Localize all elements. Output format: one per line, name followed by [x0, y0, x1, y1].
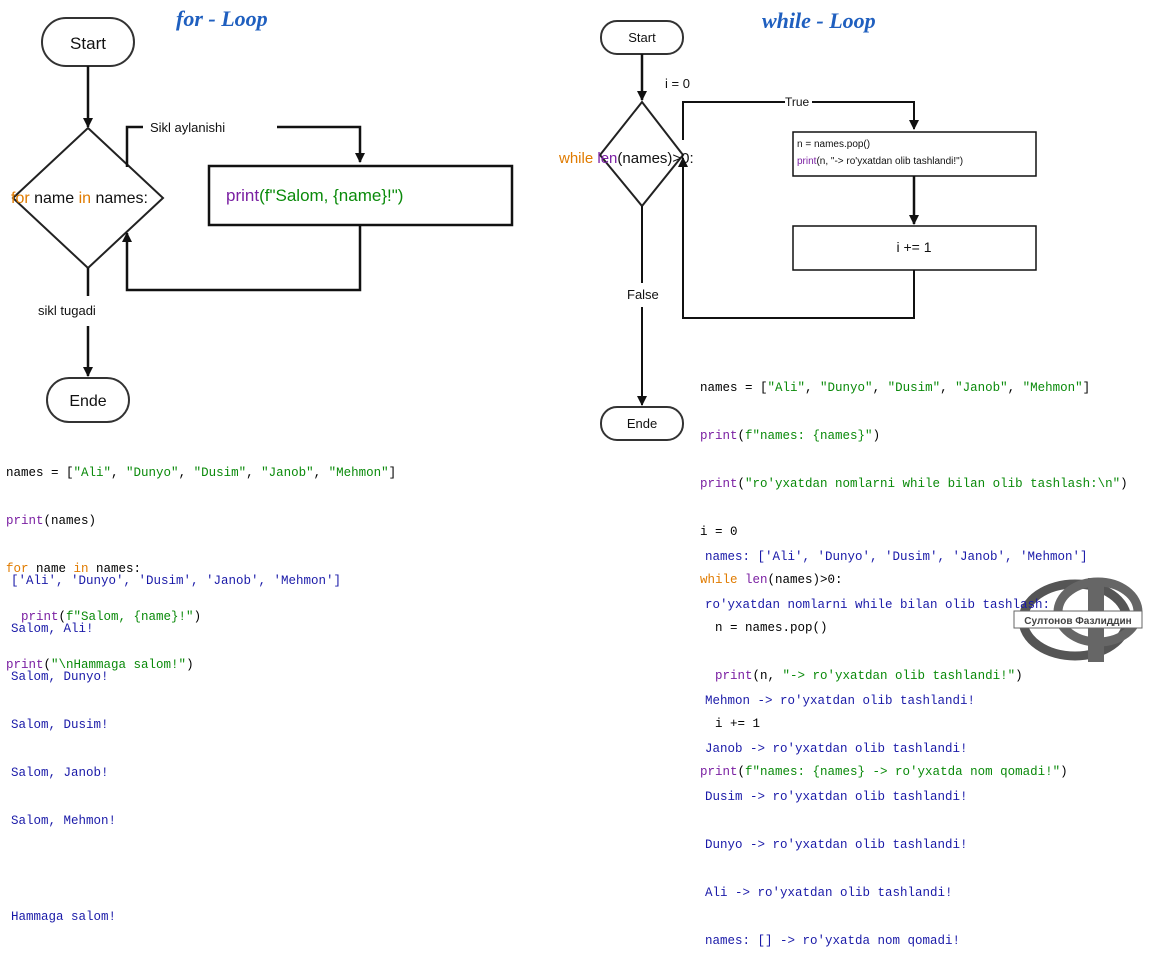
for-end-node: Ende [46, 377, 130, 423]
for-condition-text: for name in names: [11, 190, 148, 207]
while-cond-fn: len [597, 150, 617, 167]
while-output-line: names: ['Ali', 'Dunyo', 'Dusim', 'Janob'… [705, 550, 1088, 564]
while-output-line: names: [] -> ro'yxatda nom qomadi! [705, 934, 961, 948]
for-code-line-2: print(names) [6, 514, 97, 528]
for-output-block: ['Ali', 'Dunyo', 'Dusim', 'Janob', 'Mehm… [11, 541, 341, 941]
while-code-line-1: names = ["Ali", "Dunyo", "Dusim", "Janob… [700, 381, 1091, 395]
while-output-line: Janob -> ro'yxatdan olib tashlandi! [705, 742, 968, 756]
while-loop-title: while - Loop [762, 8, 876, 33]
for-output-line: Salom, Dunyo! [11, 670, 109, 684]
flowchart-canvas: Start for name in names: Sikl aylanishi … [11, 17, 1143, 662]
for-loop-line-b [277, 125, 365, 163]
while-body-line1: n = names.pop() [797, 139, 870, 150]
while-false-label: False [627, 287, 659, 302]
while-body-rest: (n, "-> ro'yxatdan olib tashlandi!") [816, 156, 963, 167]
while-true-line-a [682, 101, 785, 140]
while-return-arrow [678, 157, 915, 319]
for-end-node-label: Ende [69, 393, 106, 410]
while-output-line: Ali -> ro'yxatdan olib tashlandi! [705, 886, 953, 900]
for-code-line-5: print("\nHammaga salom!") [6, 658, 194, 672]
while-true-line-b [812, 101, 919, 130]
while-code-line-4: i = 0 [700, 525, 738, 539]
for-output-line: ['Ali', 'Dunyo', 'Dusim', 'Janob', 'Mehm… [11, 574, 342, 588]
for-loop-label: Sikl aylanishi [150, 120, 225, 135]
for-start-node: Start [41, 17, 135, 67]
author-logo: Султонов Фазлиддин [1013, 577, 1143, 662]
while-output-line [705, 645, 1088, 661]
for-output-line: Salom, Dusim! [11, 718, 109, 732]
while-end-node: Ende [600, 406, 684, 441]
for-loop-line-a [125, 125, 143, 167]
while-body-line2: print(n, "-> ro'yxatdan olib tashlandi!"… [797, 156, 963, 167]
for-loop-title: for - Loop [176, 6, 268, 31]
for-code-line-3: for name in names: [6, 562, 142, 576]
while-output-line: ro'yxatdan nomlarni while bilan olib tas… [705, 598, 1051, 612]
for-body-fn: print [226, 186, 259, 205]
for-code-block: names = ["Ali", "Dunyo", "Dusim", "Janob… [6, 433, 396, 689]
while-init-label: i = 0 [665, 76, 690, 91]
while-code-line-6: n = names.pop() [700, 621, 828, 635]
while-condition-text: while len(names)>0: [558, 150, 694, 167]
while-code-line-5: while len(names)>0: [700, 573, 843, 587]
while-body-box [792, 131, 1037, 177]
for-output-line [11, 861, 341, 877]
for-cond-rest: names: [91, 190, 148, 207]
while-output-line: Mehmon -> ro'yxatdan olib tashlandi! [705, 694, 976, 708]
for-body-text: print(f"Salom, {name}!") [226, 186, 403, 205]
for-cond-var: name [30, 190, 79, 207]
while-true-label: True [785, 95, 810, 109]
while-body-fn: print [797, 156, 817, 167]
for-start-label: Start [70, 34, 106, 53]
while-start-label: Start [628, 30, 656, 45]
for-output-line: Hammaga salom! [11, 910, 117, 924]
while-cond-kw: while [558, 150, 593, 167]
while-start-node: Start [600, 20, 684, 55]
while-output-line: Dunyo -> ro'yxatdan olib tashlandi! [705, 838, 968, 852]
while-output-block: names: ['Ali', 'Dunyo', 'Dusim', 'Janob'… [705, 517, 1088, 965]
for-code-line-4: print(f"Salom, {name}!") [6, 610, 202, 624]
for-output-line: Salom, Mehmon! [11, 814, 117, 828]
for-cond-kw1: for [11, 190, 30, 207]
while-cond-rest: (names)>0: [617, 150, 693, 167]
for-output-line: Salom, Ali! [11, 622, 94, 636]
for-code-line-1: names = ["Ali", "Dunyo", "Dusim", "Janob… [6, 466, 397, 480]
logo-text: Султонов Фазлиддин [1024, 616, 1131, 627]
for-output-line: Salom, Janob! [11, 766, 109, 780]
while-end-node-label: Ende [627, 416, 657, 431]
for-cond-kw2: in [79, 190, 91, 207]
while-code-line-2: print(f"names: {names}") [700, 429, 881, 443]
for-return-arrow [122, 225, 362, 292]
while-output-line: Dusim -> ro'yxatdan olib tashlandi! [705, 790, 968, 804]
for-end-label: sikl tugadi [38, 303, 96, 318]
for-body-rest: (f"Salom, {name}!") [259, 186, 403, 205]
while-increment-text: i += 1 [896, 239, 931, 255]
while-code-line-3: print("ro'yxatdan nomlarni while bilan o… [700, 477, 1128, 491]
